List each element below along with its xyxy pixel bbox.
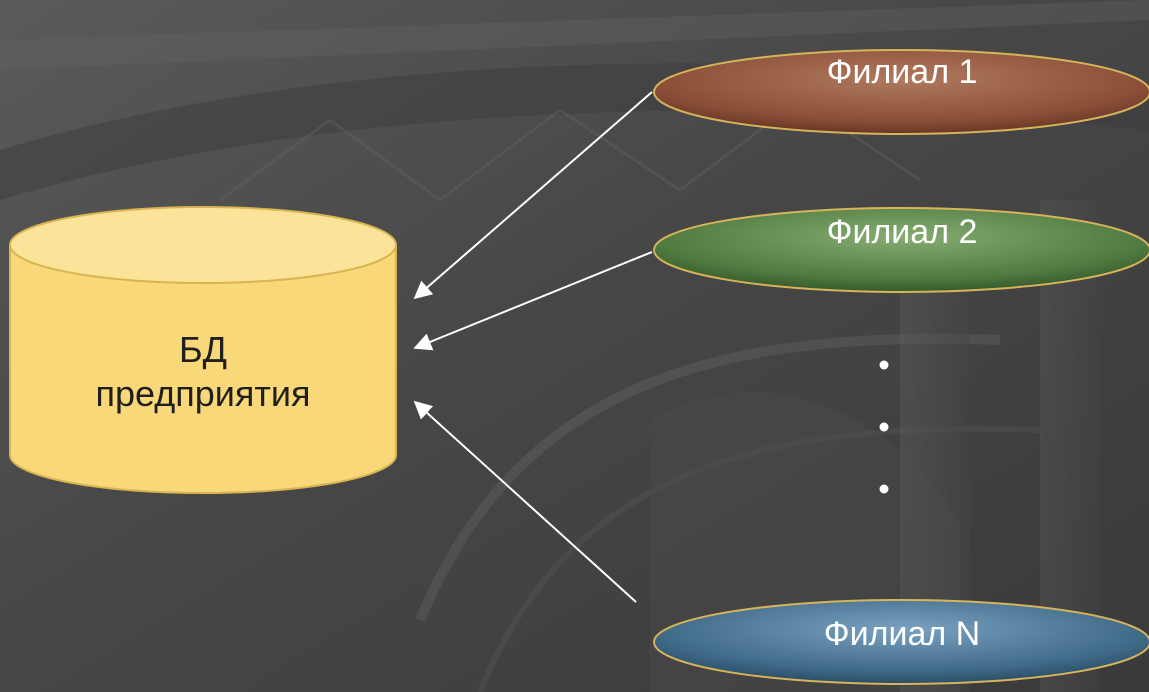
branch-1-ellipse <box>653 49 1149 135</box>
branch-n-ellipse <box>653 599 1149 685</box>
branch-1-label: Филиал 1 <box>826 53 978 91</box>
ellipsis-dot <box>879 360 889 370</box>
branch-2-ellipse <box>653 207 1149 293</box>
branch-2-label: Филиал 2 <box>826 213 978 251</box>
ellipsis-dot <box>879 422 889 432</box>
database-label-line1: БД <box>178 329 227 370</box>
arrow-branch-1 <box>413 91 653 300</box>
database-label: БД предприятия <box>43 328 363 416</box>
database-cylinder <box>9 206 397 494</box>
branch-n-label: Филиал N <box>823 615 981 653</box>
arrow-branch-2 <box>413 251 653 351</box>
ellipsis-dot <box>879 484 889 494</box>
database-label-line2: предприятия <box>95 373 311 414</box>
arrow-branch-n <box>413 400 637 603</box>
